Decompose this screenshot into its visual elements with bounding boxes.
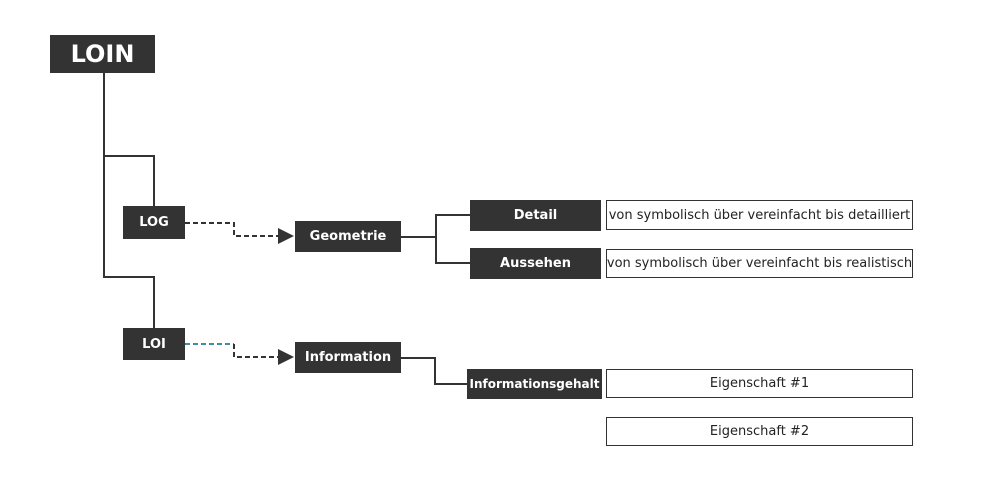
desc-detail: von symbolisch über vereinfacht bis deta…	[606, 200, 913, 230]
node-informationsgehalt: Informationsgehalt	[467, 369, 602, 399]
desc-eigenschaft-1: Eigenschaft #1	[606, 369, 913, 398]
node-aussehen: Aussehen	[470, 248, 601, 279]
dashed-arrow-loi-information	[233, 344, 294, 365]
node-loin: LOIN	[50, 35, 155, 73]
line-information-informationsgehalt	[401, 357, 467, 385]
node-detail: Detail	[470, 200, 601, 231]
desc-eigenschaft-2: Eigenschaft #2	[606, 417, 913, 446]
dashed-arrow-log-geometrie	[185, 222, 294, 244]
line-loin-to-loi	[103, 156, 155, 328]
line-geometrie-aussehen	[435, 237, 470, 264]
line-geometrie-detail	[401, 214, 470, 238]
node-loi: LOI	[123, 328, 185, 360]
node-information: Information	[295, 342, 401, 373]
node-log: LOG	[123, 206, 185, 239]
node-geometrie: Geometrie	[295, 221, 401, 252]
line-loin-to-log	[103, 73, 155, 206]
desc-aussehen: von symbolisch über vereinfacht bis real…	[606, 249, 913, 278]
